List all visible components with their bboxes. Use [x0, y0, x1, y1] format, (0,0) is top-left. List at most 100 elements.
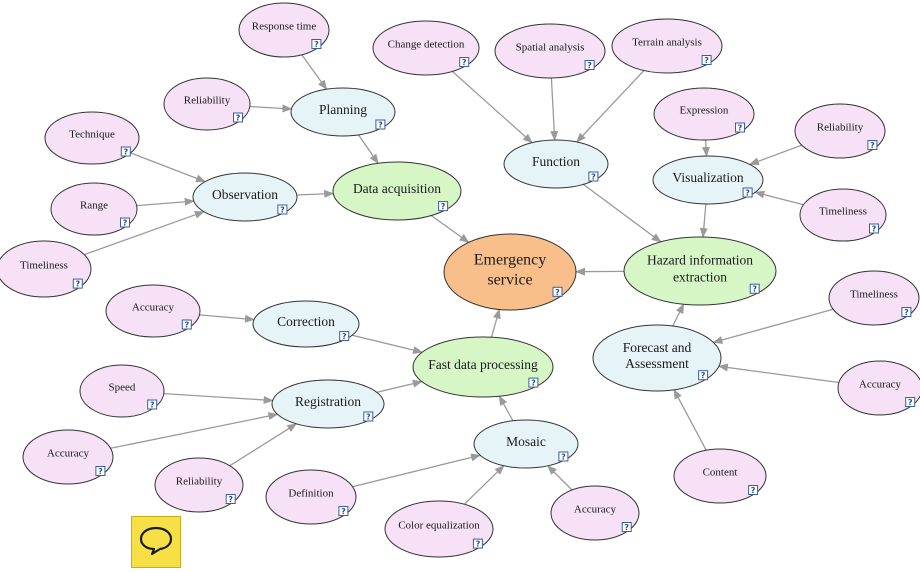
help-icon[interactable]: ? — [588, 171, 599, 182]
node-technique[interactable]: Technique? — [44, 111, 140, 165]
node-shape — [50, 182, 138, 236]
help-icon[interactable]: ? — [621, 522, 632, 533]
node-label: service — [487, 272, 532, 289]
help-icon[interactable]: ? — [363, 411, 374, 422]
node-timeliness-observation[interactable]: Timeliness? — [0, 240, 92, 298]
node-label: Content — [703, 467, 738, 479]
node-visualization[interactable]: Visualization? — [652, 155, 764, 205]
help-icon[interactable]: ? — [901, 307, 912, 318]
node-spatial-analysis[interactable]: Spatial analysis? — [494, 23, 606, 79]
help-icon[interactable]: ? — [338, 506, 349, 517]
edge-planning-to-data-acquisition — [358, 134, 379, 165]
node-mosaic[interactable]: Mosaic? — [473, 419, 579, 469]
node-data-acquisition[interactable]: Data acquisition? — [332, 161, 462, 221]
node-expression[interactable]: Expression? — [653, 87, 755, 141]
edge-expression-to-visualization — [702, 139, 710, 157]
node-accuracy-correction[interactable]: Accuracy? — [105, 284, 201, 338]
node-label: Expression — [680, 105, 729, 117]
svg-text:?: ? — [745, 189, 750, 198]
node-timeliness-forecast[interactable]: Timeliness? — [828, 270, 920, 326]
help-icon[interactable]: ? — [147, 399, 158, 410]
help-icon[interactable]: ? — [120, 146, 131, 157]
node-observation[interactable]: Observation? — [192, 172, 298, 222]
node-planning[interactable]: Planning? — [290, 87, 396, 137]
help-icon[interactable]: ? — [528, 377, 539, 388]
node-label: Timeliness — [819, 206, 867, 218]
node-correction[interactable]: Correction? — [252, 300, 360, 348]
help-icon[interactable]: ? — [311, 39, 322, 50]
help-icon[interactable]: ? — [558, 451, 569, 462]
help-icon[interactable]: ? — [698, 370, 709, 381]
node-label: Change detection — [388, 39, 465, 51]
help-icon[interactable]: ? — [735, 122, 745, 133]
help-icon[interactable]: ? — [742, 187, 753, 198]
node-accuracy-forecast[interactable]: Accuracy? — [837, 360, 920, 416]
help-icon[interactable]: ? — [375, 119, 386, 130]
help-icon[interactable]: ? — [339, 331, 350, 342]
help-icon[interactable]: ? — [584, 60, 595, 71]
node-reliability-planning[interactable]: Reliability? — [163, 77, 251, 131]
node-label: Speed — [109, 382, 136, 394]
node-reliability-registration[interactable]: Reliability? — [154, 457, 244, 513]
node-registration[interactable]: Registration? — [271, 379, 385, 429]
node-definition[interactable]: Definition? — [265, 469, 357, 525]
help-icon[interactable]: ? — [277, 204, 288, 215]
node-shape — [105, 284, 201, 338]
help-icon[interactable]: ? — [181, 319, 192, 330]
help-icon[interactable]: ? — [72, 278, 83, 289]
node-content[interactable]: Content? — [673, 448, 767, 504]
help-icon[interactable]: ? — [233, 112, 243, 123]
node-label: Spatial analysis — [516, 42, 585, 54]
svg-text:?: ? — [228, 495, 233, 504]
node-label: Visualization — [672, 170, 743, 185]
edge-response-time-to-planning — [301, 54, 328, 91]
svg-text:?: ? — [591, 173, 596, 182]
edge-accuracy-correction-to-correction — [199, 314, 255, 323]
node-shape — [290, 87, 396, 137]
node-range[interactable]: Range? — [50, 182, 138, 236]
help-icon[interactable]: ? — [869, 223, 879, 234]
node-accuracy-mosaic[interactable]: Accuracy? — [550, 485, 640, 541]
help-icon[interactable]: ? — [472, 538, 483, 549]
help-icon[interactable]: ? — [95, 466, 106, 477]
edge-timeliness-visualization-to-visualization — [754, 190, 804, 206]
node-reliability-visualization[interactable]: Reliability? — [794, 103, 886, 159]
node-accuracy-registration[interactable]: Accuracy? — [22, 429, 114, 485]
help-icon[interactable]: ? — [701, 55, 712, 66]
node-label: Hazard information — [647, 253, 753, 268]
node-label: Terrain analysis — [632, 37, 702, 49]
help-icon[interactable]: ? — [748, 485, 759, 496]
node-shape — [412, 336, 554, 398]
svg-text:?: ? — [150, 401, 155, 410]
node-terrain-analysis[interactable]: Terrain analysis? — [611, 18, 723, 74]
help-icon[interactable]: ? — [225, 494, 236, 505]
help-icon[interactable]: ? — [905, 397, 916, 408]
node-response-time[interactable]: Response time? — [238, 2, 330, 58]
node-shape — [592, 324, 722, 392]
edge-content-to-forecast-and-assessment — [673, 388, 707, 451]
node-label: Mosaic — [506, 434, 546, 449]
svg-text:?: ? — [587, 61, 592, 70]
comment-button[interactable] — [131, 516, 181, 568]
edge-terrain-analysis-to-function — [576, 70, 645, 143]
svg-text:?: ? — [314, 40, 319, 49]
node-timeliness-visualization[interactable]: Timeliness? — [799, 188, 887, 242]
node-function[interactable]: Function? — [503, 139, 609, 189]
help-icon[interactable]: ? — [120, 217, 130, 228]
node-shape — [384, 500, 494, 558]
node-color-equalization[interactable]: Color equalization? — [384, 500, 494, 558]
node-speed[interactable]: Speed? — [79, 364, 165, 418]
help-icon[interactable]: ? — [749, 283, 760, 294]
help-icon[interactable]: ? — [867, 140, 878, 151]
node-change-detection[interactable]: Change detection? — [372, 20, 480, 76]
help-icon[interactable]: ? — [552, 286, 563, 297]
svg-text:?: ? — [123, 148, 128, 157]
svg-text:?: ? — [236, 114, 241, 123]
node-fast-data-processing[interactable]: Fast data processing? — [412, 336, 554, 398]
help-icon[interactable]: ? — [459, 57, 470, 68]
help-icon[interactable]: ? — [438, 201, 449, 212]
